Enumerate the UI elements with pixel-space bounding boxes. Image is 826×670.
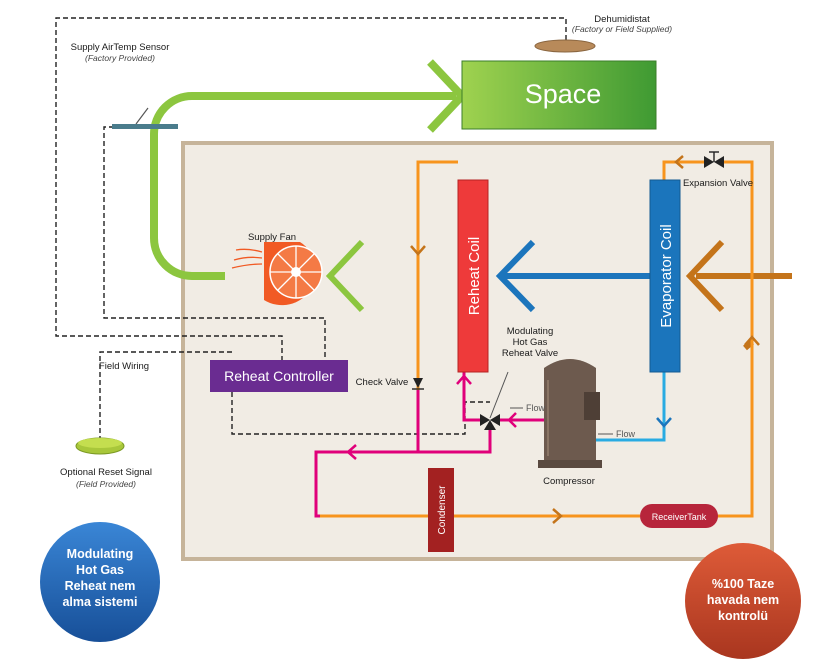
reheat-controller-label: Reheat Controller xyxy=(224,368,334,384)
modulating-valve-label-2: Hot Gas xyxy=(513,337,548,348)
flow-label-suction: Flow xyxy=(616,429,636,439)
receiver-tank xyxy=(640,504,718,528)
cold-air-flow xyxy=(495,239,650,313)
reheat-coil xyxy=(457,179,489,373)
space-box xyxy=(461,60,657,130)
supply-air-sensor-lead xyxy=(135,107,149,125)
right-badge-line-1: %100 Taze xyxy=(712,577,774,591)
reset-signal-title: Optional Reset Signal xyxy=(60,467,152,478)
expansion-valve-icon xyxy=(704,151,724,168)
supply-air-duct xyxy=(150,92,456,280)
dehumidistat-note: (Factory or Field Supplied) xyxy=(572,24,672,34)
right-badge-line-3: kontrolü xyxy=(718,609,768,623)
modulating-valve-label-1: Modulating xyxy=(507,326,553,337)
supply-air-sensor xyxy=(112,124,178,129)
compressor-label: Compressor xyxy=(543,476,595,487)
reheated-air-flow xyxy=(325,239,456,313)
left-badge-line-3: Reheat nem xyxy=(65,579,136,593)
compressor-icon xyxy=(538,359,602,468)
space-label: Space xyxy=(525,79,602,109)
receiver-tank-label: ReceiverTank xyxy=(652,512,707,522)
left-badge xyxy=(40,522,160,642)
dehumidistat-title: Dehumidistat xyxy=(594,14,650,25)
suction-arrow xyxy=(656,417,672,428)
left-badge-line-2: Hot Gas xyxy=(76,563,124,577)
expansion-valve-label: Expansion Valve xyxy=(683,178,753,189)
supply-air-sensor-title: Supply AirTemp Sensor xyxy=(71,42,170,53)
left-badge-line-1: Modulating xyxy=(67,547,134,561)
hot-gas-arrows xyxy=(346,374,517,460)
reset-signal-note: (Field Provided) xyxy=(76,479,136,489)
field-wiring-label: Field Wiring xyxy=(99,361,149,372)
reheat-controller xyxy=(210,360,348,392)
check-valve-icon xyxy=(412,378,424,390)
modulating-valve-icon xyxy=(480,371,509,430)
right-badge-line-2: havada nem xyxy=(707,593,779,607)
liquid-line-arrows xyxy=(410,155,760,524)
flow-label-hot-gas: Flow xyxy=(526,403,546,413)
evaporator-coil xyxy=(649,179,681,373)
condenser-label: Condenser xyxy=(437,485,448,535)
check-valve-label: Check Valve xyxy=(356,377,409,388)
suction-line xyxy=(590,372,666,442)
supply-fan-label: Supply Fan xyxy=(248,232,296,243)
supply-air-sensor-note: (Factory Provided) xyxy=(85,53,155,63)
dehumidistat-device xyxy=(534,39,596,53)
right-badge xyxy=(685,543,801,659)
reset-signal-device-top xyxy=(78,438,122,448)
modulating-valve-label-3: Reheat Valve xyxy=(502,348,558,359)
supply-fan-icon xyxy=(231,242,323,306)
reheat-coil-label: Reheat Coil xyxy=(466,237,483,315)
condenser xyxy=(428,468,454,552)
liquid-line xyxy=(320,160,754,518)
evaporator-coil-label: Evaporator Coil xyxy=(658,224,675,327)
left-badge-line-4: alma sistemi xyxy=(62,595,137,609)
